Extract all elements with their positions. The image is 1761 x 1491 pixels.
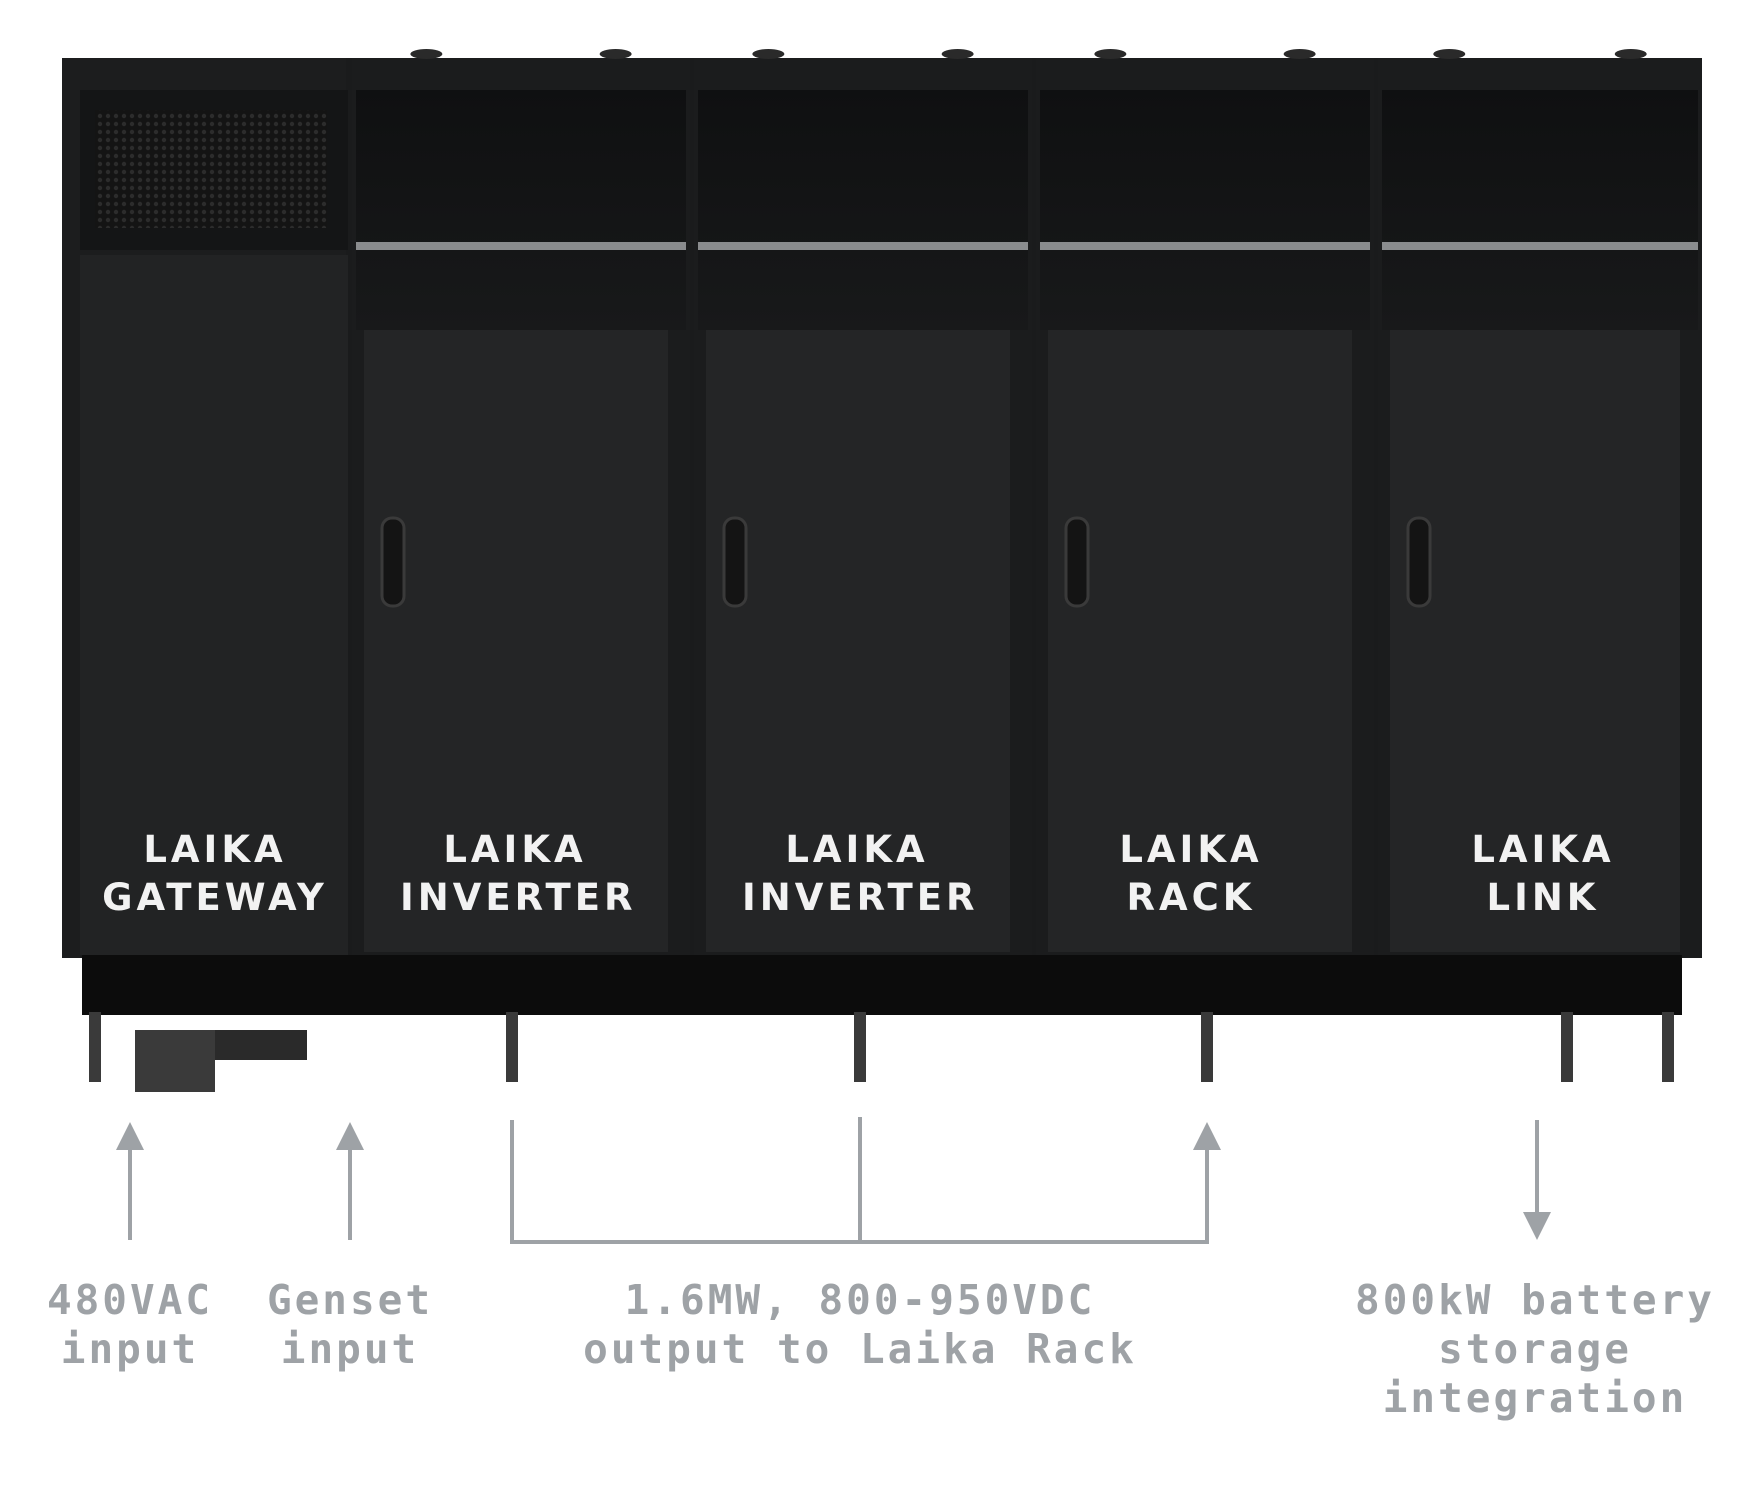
io-lines — [128, 1117, 1539, 1244]
top-panel — [356, 90, 686, 330]
door-handle-icon[interactable] — [722, 516, 748, 608]
ac-input-label: 480VAC input — [20, 1276, 240, 1374]
io-label-line: 1.6MW, 800-950VDC — [624, 1276, 1096, 1324]
io-label-line: input — [280, 1325, 420, 1373]
unit-label-inverter-2: LAIKA INVERTER — [742, 826, 979, 922]
leveling-foot — [1662, 1012, 1674, 1082]
cabinet-door[interactable] — [1048, 330, 1352, 952]
unit-label-line1: LAIKA — [785, 828, 929, 871]
door-handle-icon[interactable] — [1406, 516, 1432, 608]
leveling-foot — [506, 1012, 518, 1082]
unit-label-line1: LAIKA — [1119, 828, 1263, 871]
down-arrow-icon — [1523, 1212, 1551, 1240]
up-arrow-icon — [336, 1122, 364, 1150]
door-handle-icon[interactable] — [1064, 516, 1090, 608]
top-panel — [1382, 90, 1698, 330]
unit-label-line2: RACK — [1126, 876, 1256, 919]
genset-input-label: Genset input — [240, 1276, 460, 1374]
unit-label-link: LAIKA LINK — [1428, 826, 1658, 922]
trim-strip — [1040, 242, 1370, 250]
leveling-foot — [1561, 1012, 1573, 1082]
io-label-line: 480VAC — [46, 1276, 214, 1324]
plinth — [82, 955, 1682, 1015]
link-cabinet — [1378, 49, 1702, 958]
top-bolt — [599, 49, 632, 59]
unit-label-line1: LAIKA — [1471, 828, 1615, 871]
unit-label-line2: GATEWAY — [102, 876, 328, 919]
io-label-line: output to Laika Rack — [583, 1325, 1137, 1373]
unit-label-rack: LAIKA RACK — [1076, 826, 1306, 922]
leveling-foot — [854, 1012, 866, 1082]
unit-label-line2: INVERTER — [400, 876, 637, 919]
rack-cabinet — [1036, 49, 1374, 958]
unit-label-line1: LAIKA — [143, 828, 287, 871]
cabinet-door[interactable] — [364, 330, 668, 952]
gateway-cabinet — [62, 58, 348, 958]
connector-housing — [215, 1030, 307, 1060]
cabinet-door[interactable] — [1390, 330, 1680, 952]
top-bolt — [410, 49, 443, 59]
trim-strip — [356, 242, 686, 250]
dc-output-label: 1.6MW, 800-950VDC output to Laika Rack — [520, 1276, 1200, 1374]
top-bolt — [1433, 49, 1466, 59]
genset-connector — [135, 1030, 215, 1092]
io-label-line: storage — [1438, 1325, 1632, 1373]
top-bolt — [1094, 49, 1127, 59]
inverter-1-cabinet — [352, 49, 690, 958]
top-bolt — [941, 49, 974, 59]
vent-grille-icon — [95, 110, 327, 228]
unit-label-line2: LINK — [1486, 876, 1600, 919]
unit-label-line2: INVERTER — [742, 876, 979, 919]
unit-label-inverter-1: LAIKA INVERTER — [400, 826, 637, 922]
inverter-2-cabinet — [694, 49, 1032, 958]
trim-strip — [698, 242, 1028, 250]
battery-label: 800kW battery storage integration — [1320, 1276, 1750, 1423]
cabinet-door[interactable] — [706, 330, 1010, 952]
up-arrow-icon — [116, 1122, 144, 1150]
unit-label-line1: LAIKA — [443, 828, 587, 871]
top-bolt — [752, 49, 785, 59]
top-bolt — [1283, 49, 1316, 59]
io-label-line: integration — [1382, 1374, 1688, 1422]
door-handle-icon[interactable] — [380, 516, 406, 608]
trim-strip — [1382, 242, 1698, 250]
leveling-foot — [1201, 1012, 1213, 1082]
unit-label-gateway: LAIKA GATEWAY — [100, 826, 330, 922]
up-arrow-icon — [1193, 1122, 1221, 1150]
io-label-line: Genset — [266, 1276, 434, 1324]
leveling-foot — [89, 1012, 101, 1082]
top-panel — [1040, 90, 1370, 330]
io-label-line: input — [60, 1325, 200, 1373]
top-bolt — [1614, 49, 1647, 59]
top-panel — [698, 90, 1028, 330]
io-label-line: 800kW battery — [1355, 1276, 1715, 1324]
